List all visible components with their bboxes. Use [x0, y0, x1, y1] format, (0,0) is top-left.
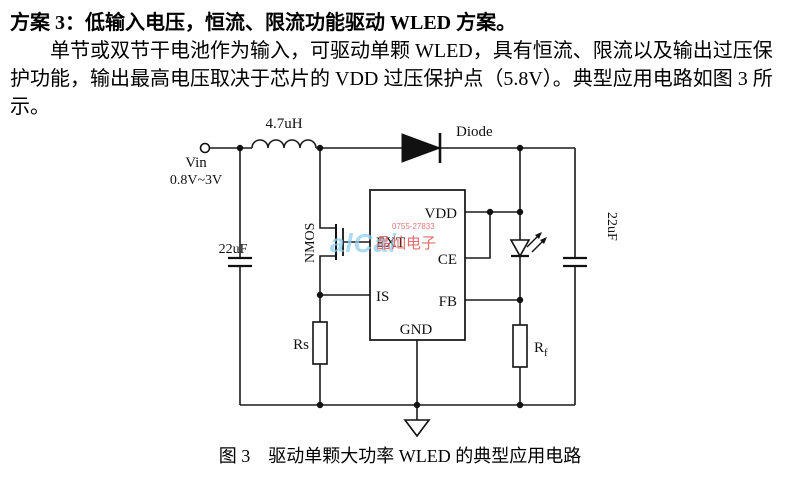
- led-triangle: [509, 239, 531, 258]
- wire: [319, 148, 336, 405]
- nmos-transistor: NMOS: [303, 223, 344, 263]
- pin-label-ext: EXT: [376, 235, 405, 251]
- inductor: 4.7uH: [251, 116, 317, 149]
- junction-dot: [316, 401, 324, 409]
- diode-label: Diode: [456, 124, 493, 140]
- terminal-circle: [199, 142, 211, 154]
- vin-label: Vin: [185, 155, 207, 171]
- pin-label-is: IS: [376, 289, 389, 305]
- figure-caption: 图 3 驱动单颗大功率 WLED 的典型应用电路: [218, 446, 582, 466]
- resistor-body: [312, 321, 328, 365]
- ground-triangle: [403, 419, 431, 438]
- led: [509, 232, 547, 258]
- pin-label-ce: CE: [438, 252, 457, 268]
- capacitor-left: 22uF: [219, 242, 252, 268]
- vin-range-label: 0.8V~3V: [170, 173, 222, 188]
- rf-label: Rf: [534, 340, 548, 359]
- junction-dot: [486, 208, 494, 216]
- capacitor-right: 22uF: [563, 212, 619, 268]
- led-arrowhead: [535, 232, 542, 239]
- junction-dot: [516, 296, 524, 304]
- ground-symbol: [403, 419, 431, 438]
- led-arrow: [531, 240, 544, 253]
- ic-block: VDD EXT CE IS FB GND: [369, 189, 466, 341]
- capacitor-left-label: 22uF: [219, 242, 248, 257]
- wire: [465, 212, 491, 259]
- paragraph-line: 单节或双节干电池作为输入，可驱动单颗 WLED，具有恒流、限流以及输出过压保: [50, 40, 773, 62]
- led-arrow: [526, 235, 539, 248]
- resistor-rf: Rf: [512, 324, 548, 368]
- pin-label-fb: FB: [439, 294, 457, 310]
- pin-label-gnd: GND: [400, 322, 433, 338]
- body-paragraph: 单节或双节干电池作为输入，可驱动单颗 WLED，具有恒流、限流以及输出过压保 护…: [10, 37, 773, 121]
- junction-dot: [316, 291, 324, 299]
- ic-outline: [369, 189, 466, 341]
- junction-dot: [413, 401, 421, 409]
- junction-dot: [516, 208, 524, 216]
- paragraph-line: 示。: [10, 96, 50, 118]
- inductor-label: 4.7uH: [265, 116, 302, 132]
- junction-dot: [316, 144, 324, 152]
- nmos-label: NMOS: [303, 223, 318, 263]
- diode: Diode: [401, 124, 493, 163]
- capacitor-right-label: 22uF: [604, 212, 619, 241]
- junction-dots: [236, 144, 524, 409]
- resistor-body: [512, 324, 528, 368]
- led-arrowhead: [540, 237, 547, 244]
- diode-triangle: [401, 133, 442, 163]
- rs-label: Rs: [293, 337, 309, 353]
- scheme-heading: 方案 3：低输入电压，恒流、限流功能驱动 WLED 方案。: [10, 12, 517, 34]
- vin-terminal: Vin 0.8V~3V: [170, 142, 222, 188]
- resistor-rs: Rs: [293, 321, 328, 365]
- paragraph-line: 护功能，输出最高电压取决于芯片的 VDD 过压保护点（5.8V）。典型应用电路如…: [10, 68, 773, 90]
- junction-dot: [236, 144, 244, 152]
- junction-dot: [516, 144, 524, 152]
- inductor-coils: [251, 139, 317, 149]
- junction-dot: [516, 401, 524, 409]
- pin-label-vdd: VDD: [425, 206, 458, 222]
- capacitor-plates: [563, 256, 587, 268]
- capacitor-plates: [228, 256, 252, 268]
